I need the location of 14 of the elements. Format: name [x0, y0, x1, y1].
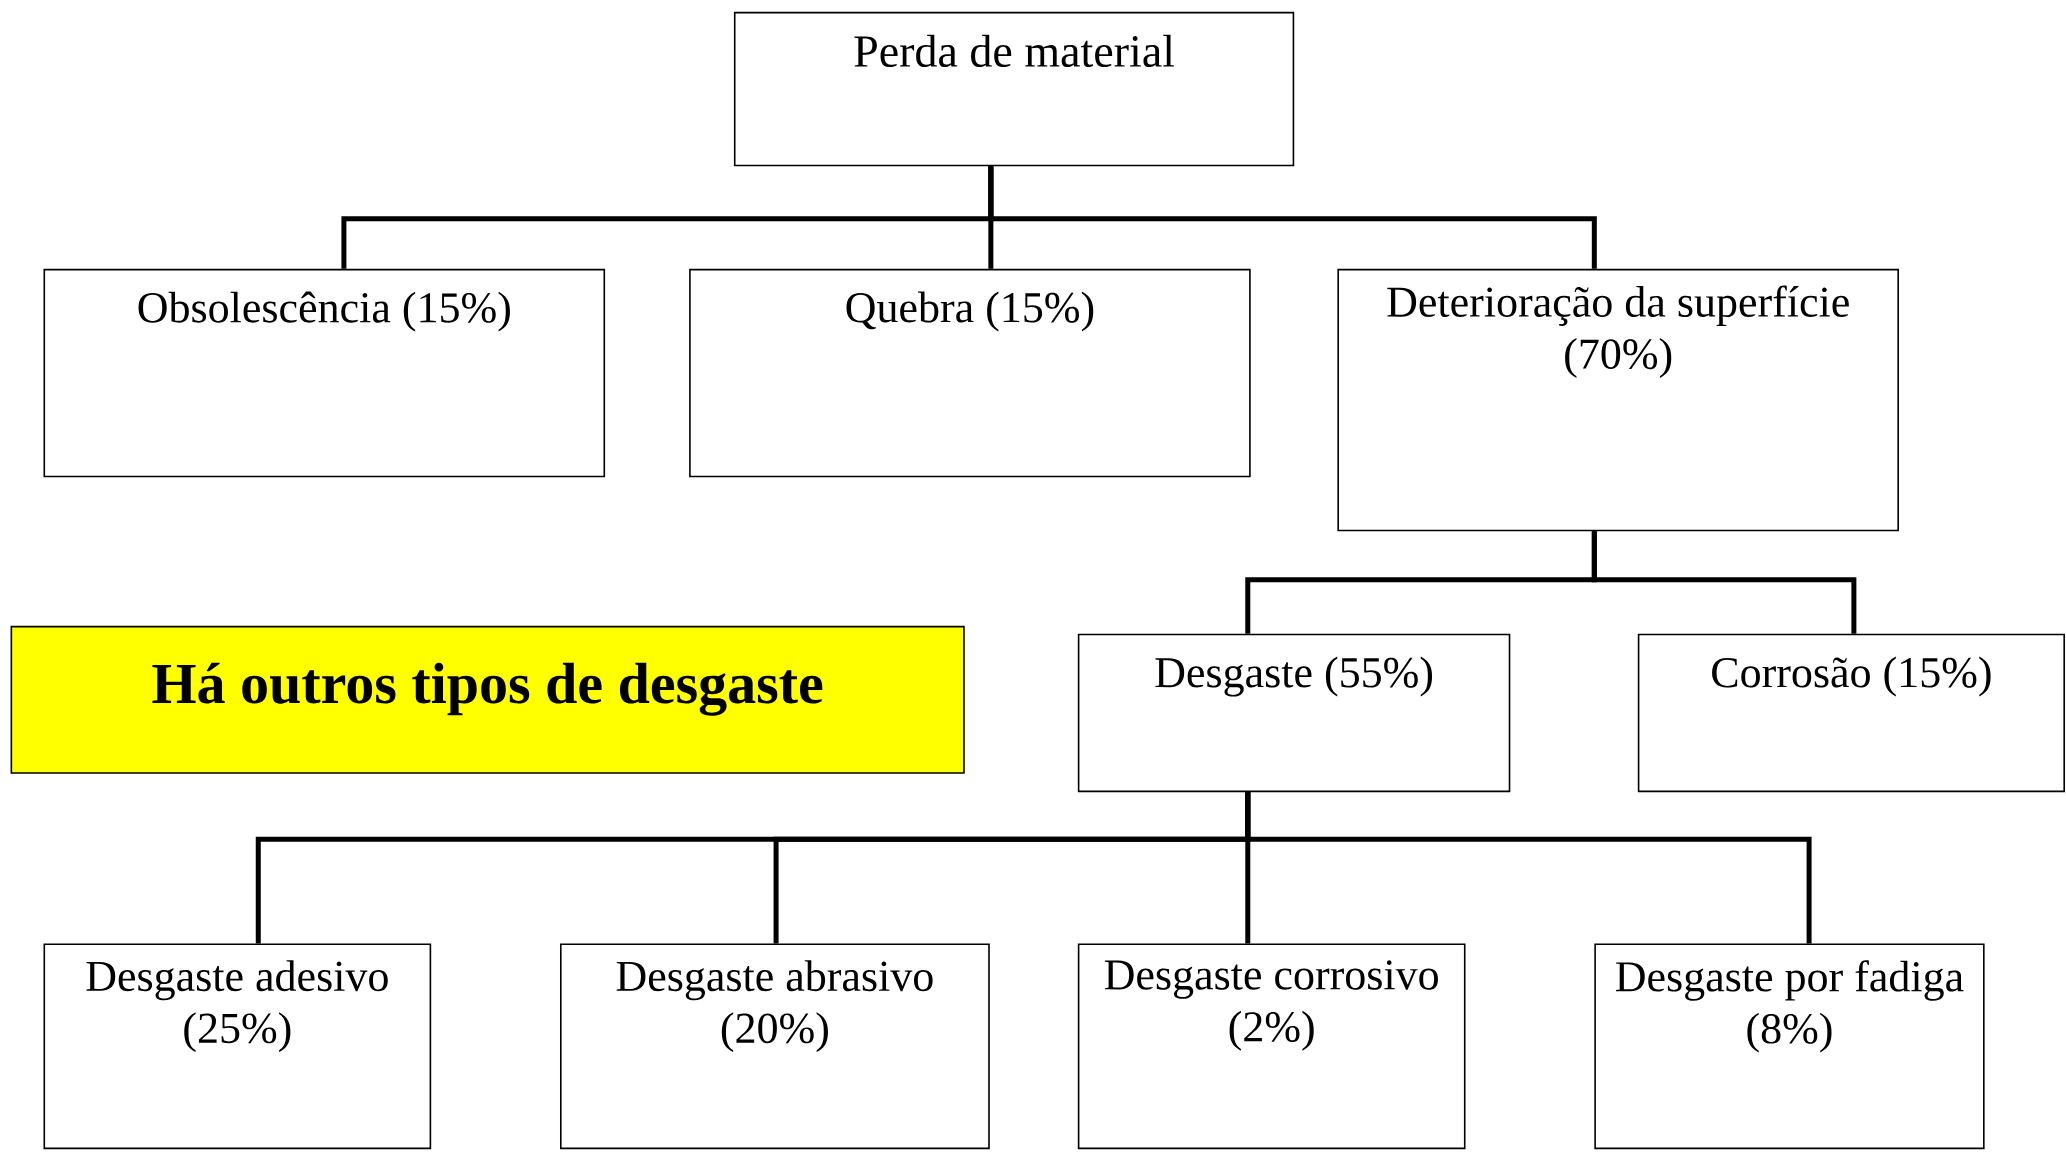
category-box: Desgaste adesivo (25%)	[43, 943, 432, 1150]
category-box: Desgaste por fadiga (8%)	[1594, 943, 1985, 1150]
category-box: Desgaste corrosivo (2%)	[1077, 943, 1466, 1150]
category-box: Perda de material	[733, 12, 1295, 167]
category-box: Desgaste (55%)	[1077, 633, 1511, 793]
connector-line	[988, 166, 1597, 269]
note-box: Há outros tipos de desgaste	[10, 626, 965, 774]
category-box: Corrosão (15%)	[1637, 633, 2065, 793]
category-box: Deterioração da superfície (70%)	[1337, 269, 1899, 532]
connector-line	[1591, 531, 1857, 634]
category-box: Desgaste abrasivo (20%)	[560, 943, 990, 1150]
category-box: Quebra (15%)	[689, 269, 1251, 478]
category-box: Obsolescência (15%)	[43, 269, 606, 478]
connector-line	[1245, 792, 1812, 944]
